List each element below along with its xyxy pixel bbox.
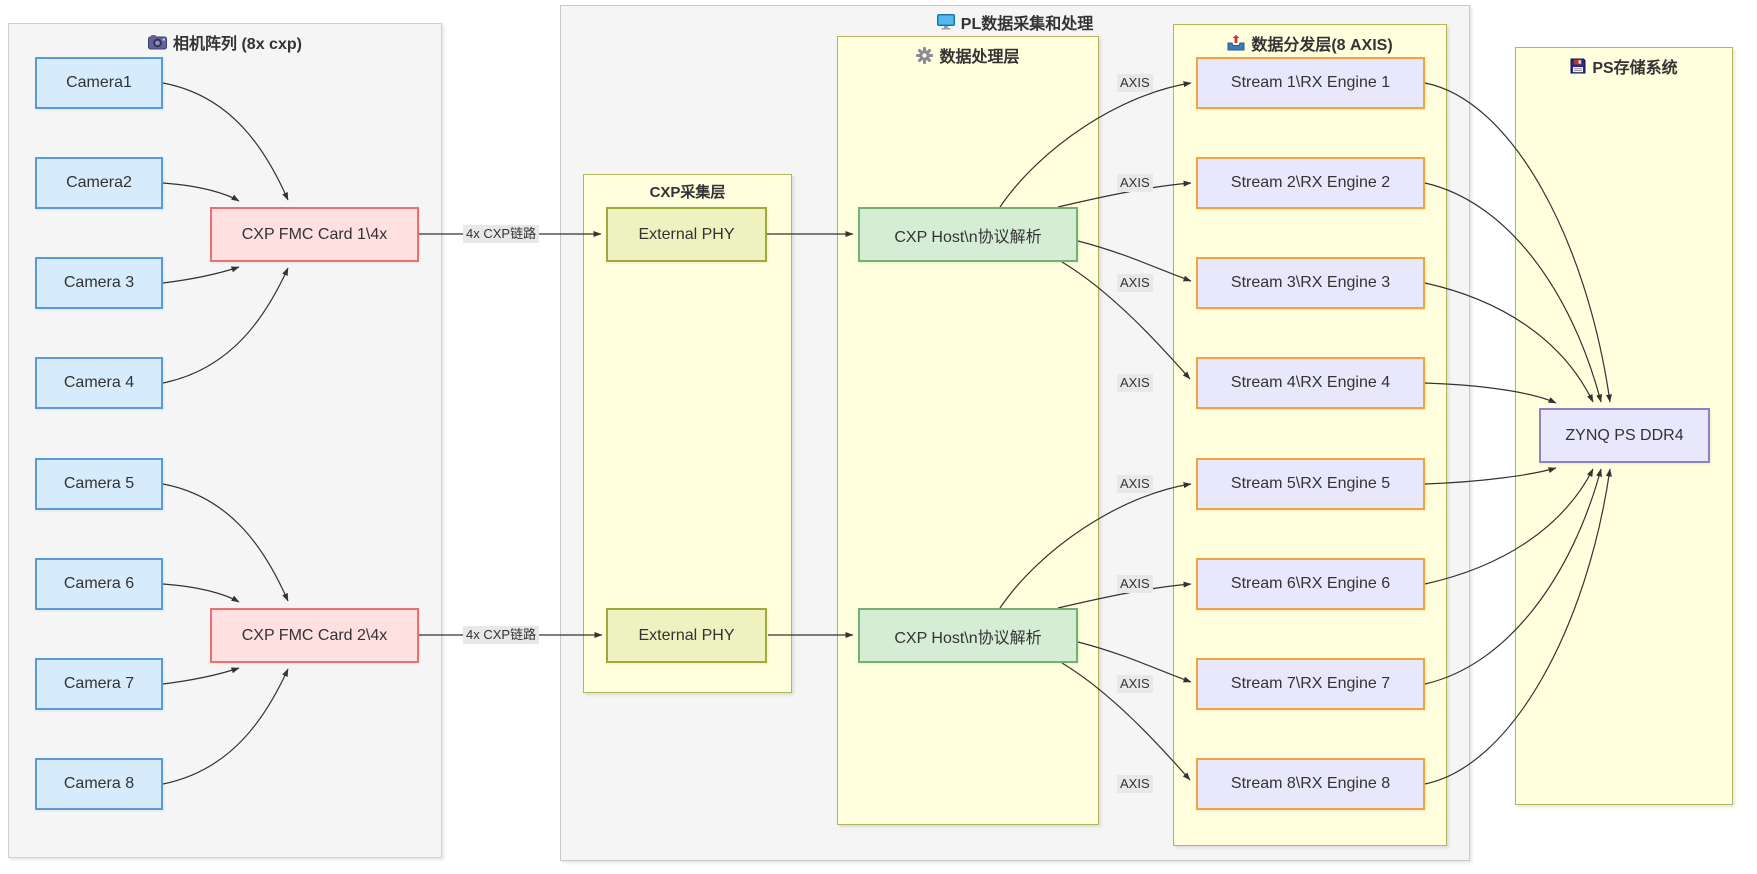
edge-label-cxp-link-2: 4x CXP链路 xyxy=(463,626,540,644)
node-label: Camera 4 xyxy=(63,374,135,391)
node-label: Camera 7 xyxy=(63,675,135,692)
edge-label-axis-7: AXIS xyxy=(1117,675,1153,693)
ps-title: PS存储系统 xyxy=(1516,54,1732,78)
edge xyxy=(1424,468,1612,785)
floppy-icon xyxy=(1570,58,1586,74)
edge xyxy=(1077,240,1192,282)
node-stream-7: Stream 7\RX Engine 7 xyxy=(1196,658,1425,710)
gear-icon xyxy=(916,46,934,64)
edge xyxy=(1424,82,1612,403)
node-stream-8: Stream 8\RX Engine 8 xyxy=(1196,758,1425,810)
edge xyxy=(162,483,289,602)
camera-array-title: 相机阵列 (8x cxp) xyxy=(9,30,441,54)
edge xyxy=(162,182,240,202)
pl-title: PL数据采集和处理 xyxy=(561,10,1469,34)
monitor-icon xyxy=(936,14,955,30)
camera-array-title-text: 相机阵列 (8x cxp) xyxy=(173,36,302,53)
node-camera-8: Camera 8 xyxy=(35,758,163,810)
edge xyxy=(162,667,240,685)
edge xyxy=(162,668,289,785)
edge xyxy=(162,266,240,284)
node-label: Stream 6\RX Engine 6 xyxy=(1230,575,1391,592)
edge xyxy=(1057,180,1192,208)
node-camera-4: Camera 4 xyxy=(35,357,163,409)
node-label: External PHY xyxy=(638,225,735,243)
node-label: CXP Host\n协议解析 xyxy=(894,228,1042,246)
node-external-phy-2: External PHY xyxy=(606,608,767,663)
edge-label-axis-2: AXIS xyxy=(1117,174,1153,192)
node-stream-3: Stream 3\RX Engine 3 xyxy=(1196,257,1425,309)
dist-layer-title-text: 数据分发层(8 AXIS) xyxy=(1251,37,1393,54)
edge-label-axis-3: AXIS xyxy=(1117,274,1153,292)
edge xyxy=(1424,468,1602,685)
node-label: Stream 3\RX Engine 3 xyxy=(1230,274,1391,291)
proc-layer-title: 数据处理层 xyxy=(838,43,1098,67)
node-label: Camera 3 xyxy=(63,274,135,291)
cxp-layer-title: CXP采集层 xyxy=(584,181,791,202)
node-stream-2: Stream 2\RX Engine 2 xyxy=(1196,157,1425,209)
edge xyxy=(1061,261,1191,380)
node-label: External PHY xyxy=(638,626,735,644)
edge-label-axis-8: AXIS xyxy=(1117,775,1153,793)
node-label: ZYNQ PS DDR4 xyxy=(1565,426,1684,444)
node-label: Stream 8\RX Engine 8 xyxy=(1230,775,1391,792)
edge xyxy=(1424,468,1594,585)
edge-label-axis-1: AXIS xyxy=(1117,74,1153,92)
cxp-layer-title-text: CXP采集层 xyxy=(649,184,726,201)
distribute-icon xyxy=(1227,34,1245,52)
container-proc-layer: 数据处理层 xyxy=(837,36,1099,825)
edge xyxy=(162,82,289,201)
node-camera-1: Camera1 xyxy=(35,57,163,109)
node-camera-5: Camera 5 xyxy=(35,458,163,510)
node-stream-1: Stream 1\RX Engine 1 xyxy=(1196,57,1425,109)
pl-title-text: PL数据采集和处理 xyxy=(960,16,1094,33)
node-label: CXP FMC Card 1\4x xyxy=(241,225,388,243)
node-label: Camera 5 xyxy=(63,475,135,492)
node-label: Stream 7\RX Engine 7 xyxy=(1230,675,1391,692)
node-fmc-card-2: CXP FMC Card 2\4x xyxy=(210,608,419,663)
camera-icon xyxy=(148,34,168,50)
node-camera-6: Camera 6 xyxy=(35,558,163,610)
node-label: Stream 4\RX Engine 4 xyxy=(1230,374,1391,391)
node-label: Camera 8 xyxy=(63,775,135,792)
node-stream-6: Stream 6\RX Engine 6 xyxy=(1196,558,1425,610)
node-camera-2: Camera2 xyxy=(35,157,163,209)
node-stream-4: Stream 4\RX Engine 4 xyxy=(1196,357,1425,409)
node-stream-5: Stream 5\RX Engine 5 xyxy=(1196,458,1425,510)
node-label: CXP Host\n协议解析 xyxy=(894,629,1042,647)
node-label: Stream 2\RX Engine 2 xyxy=(1230,174,1391,191)
edge-label-cxp-link-1: 4x CXP链路 xyxy=(463,225,540,243)
edge xyxy=(1424,282,1594,403)
edge xyxy=(1424,382,1557,404)
node-label: Camera1 xyxy=(66,74,132,91)
edge xyxy=(999,81,1192,208)
node-camera-7: Camera 7 xyxy=(35,658,163,710)
node-zynq-ps-ddr4: ZYNQ PS DDR4 xyxy=(1539,408,1710,463)
node-fmc-card-1: CXP FMC Card 1\4x xyxy=(210,207,419,262)
edge xyxy=(1077,641,1192,683)
edge xyxy=(999,482,1192,609)
ps-title-text: PS存储系统 xyxy=(1592,60,1678,77)
node-cxp-host-1: CXP Host\n协议解析 xyxy=(858,207,1078,262)
node-label: Stream 1\RX Engine 1 xyxy=(1230,74,1391,91)
node-external-phy-1: External PHY xyxy=(606,207,767,262)
proc-layer-title-text: 数据处理层 xyxy=(939,49,1020,66)
node-label: Stream 5\RX Engine 5 xyxy=(1230,475,1391,492)
edge-label-axis-5: AXIS xyxy=(1117,475,1153,493)
edge-label-axis-4: AXIS xyxy=(1117,374,1153,392)
node-camera-3: Camera 3 xyxy=(35,257,163,309)
edge xyxy=(1061,662,1191,781)
edge-label-axis-6: AXIS xyxy=(1117,575,1153,593)
edge xyxy=(1057,581,1192,609)
edge xyxy=(1424,182,1602,403)
node-cxp-host-2: CXP Host\n协议解析 xyxy=(858,608,1078,663)
edge xyxy=(162,267,289,384)
dist-layer-title: 数据分发层(8 AXIS) xyxy=(1174,31,1446,55)
node-label: Camera 6 xyxy=(63,575,135,592)
edge xyxy=(162,583,240,603)
node-label: Camera2 xyxy=(66,174,132,191)
node-label: CXP FMC Card 2\4x xyxy=(241,626,388,644)
edge xyxy=(1424,467,1557,485)
